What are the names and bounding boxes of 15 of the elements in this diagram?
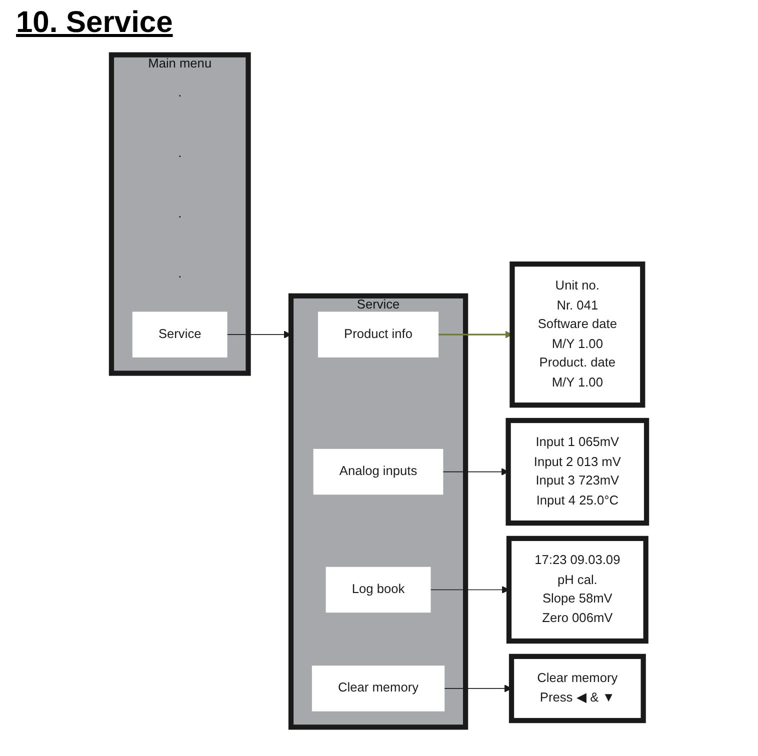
node-text: . xyxy=(178,146,182,160)
node-box: Input 1 065mV Input 2 013 mV Input 3 723mV Input 4 25.0°C xyxy=(506,418,650,526)
node-box: Analog inputs xyxy=(313,448,444,495)
node-box: Product info xyxy=(318,312,439,358)
node-text: . xyxy=(178,206,182,221)
node-box: Unit no. Nr. 041 Software date M/Y 1.00 Product. date M/Y 1.00 xyxy=(510,262,646,408)
node-box: Service xyxy=(132,312,228,358)
node-text: . xyxy=(178,266,182,281)
node-text: . xyxy=(178,86,182,100)
arrow xyxy=(226,330,292,338)
node-box: 17:23 09.03.09 pH cal. Slope 58mV Zero 006mV xyxy=(506,536,648,644)
node-box: Clear memory xyxy=(312,666,445,712)
title: 10. Service xyxy=(16,6,174,40)
node-box: Clear memory Press ◀ & ▼ xyxy=(508,654,646,724)
node-box: Log book xyxy=(326,566,431,613)
